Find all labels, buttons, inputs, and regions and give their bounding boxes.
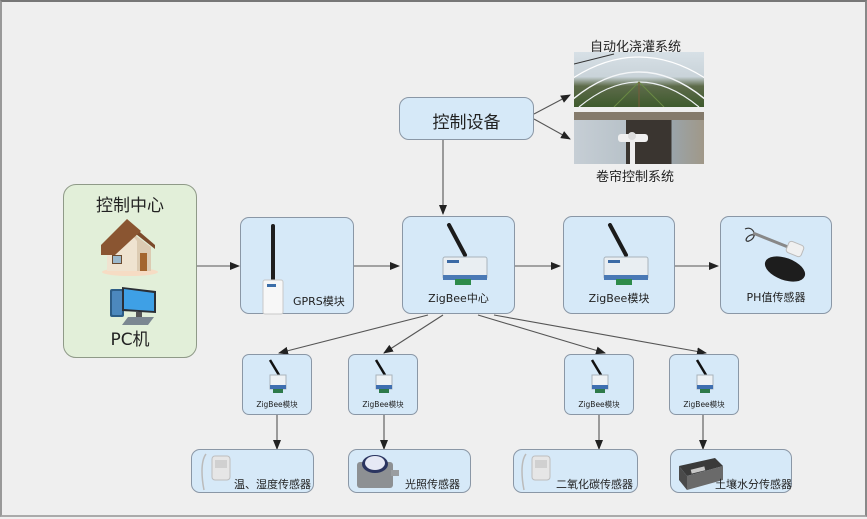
zigbee-router-icon [695, 359, 714, 393]
zigbee-center-box[interactable]: ZigBee中心 [402, 216, 515, 314]
soil-moisture-sensor-label: 土壤水分传感器 [715, 478, 792, 491]
arrow-device-to-shutter [533, 118, 571, 140]
zigbee-module-main-label: ZigBee模块 [588, 292, 650, 305]
zigbee-center-label: ZigBee中心 [428, 292, 489, 305]
zigbee-router-icon [374, 359, 393, 393]
temp-humidity-sensor-box[interactable]: 温、湿度传感器 [191, 449, 314, 493]
zigbee-node-2[interactable]: ZigBee模块 [348, 354, 418, 415]
ph-sensor-label: PH值传感器 [746, 291, 806, 304]
zigbee-router-icon [590, 359, 609, 393]
control-center-title: 控制中心 [96, 196, 164, 216]
zigbee-node-1-label: ZigBee模块 [256, 400, 298, 409]
shutter-system-label: 卷帘控制系统 [596, 170, 675, 185]
arrow-center-to-node-3 [477, 314, 606, 355]
temp-humidity-sensor-label: 温、湿度传感器 [234, 478, 311, 491]
gprs-antenna-device-icon [262, 224, 284, 315]
arrow-center-to-node-4 [493, 314, 707, 356]
zigbee-node-1[interactable]: ZigBee模块 [242, 354, 312, 415]
control-device-label: 控制设备 [432, 113, 501, 133]
zigbee-module-main-box[interactable]: ZigBee模块 [563, 216, 675, 314]
arrow-device-to-irrigation [533, 94, 571, 115]
roller-shutter-motor-photo [574, 112, 704, 164]
arrow-center-to-node-2 [383, 314, 444, 354]
zigbee-node-4[interactable]: ZigBee模块 [669, 354, 739, 415]
ph-probe-icon [744, 227, 806, 282]
light-sensor-label: 光照传感器 [405, 478, 460, 491]
temp-humidity-sensor-icon [201, 453, 231, 491]
light-sensor-box[interactable]: 光照传感器 [348, 449, 471, 493]
irrigation-system-label: 自动化浇灌系统 [590, 40, 682, 55]
greenhouse-irrigation-photo [574, 52, 704, 107]
gprs-module-box[interactable]: GPRS模块 [240, 217, 354, 315]
control-device-box[interactable]: 控制设备 [399, 97, 534, 140]
zigbee-node-2-label: ZigBee模块 [362, 400, 404, 409]
zigbee-router-icon [268, 359, 287, 393]
desktop-computer-icon [110, 287, 156, 325]
zigbee-node-4-label: ZigBee模块 [683, 400, 725, 409]
soil-moisture-sensor-box[interactable]: 土壤水分传感器 [670, 449, 792, 493]
co2-sensor-icon [521, 453, 551, 491]
zigbee-node-3-label: ZigBee模块 [578, 400, 620, 409]
pc-label: PC机 [110, 330, 150, 350]
zigbee-node-3[interactable]: ZigBee模块 [564, 354, 634, 415]
co2-sensor-box[interactable]: 二氧化碳传感器 [513, 449, 638, 493]
zigbee-router-icon [442, 223, 488, 285]
house-icon [101, 219, 158, 276]
soil-moisture-sensor-icon [679, 458, 723, 490]
gprs-module-label: GPRS模块 [293, 295, 345, 308]
arrow-center-to-node-1 [278, 314, 429, 355]
control-center-box[interactable]: 控制中心 PC机 [63, 184, 197, 358]
co2-sensor-label: 二氧化碳传感器 [556, 478, 633, 491]
zigbee-router-icon [603, 223, 649, 285]
ph-sensor-box[interactable]: PH值传感器 [720, 216, 832, 314]
light-sensor-icon [357, 455, 399, 488]
